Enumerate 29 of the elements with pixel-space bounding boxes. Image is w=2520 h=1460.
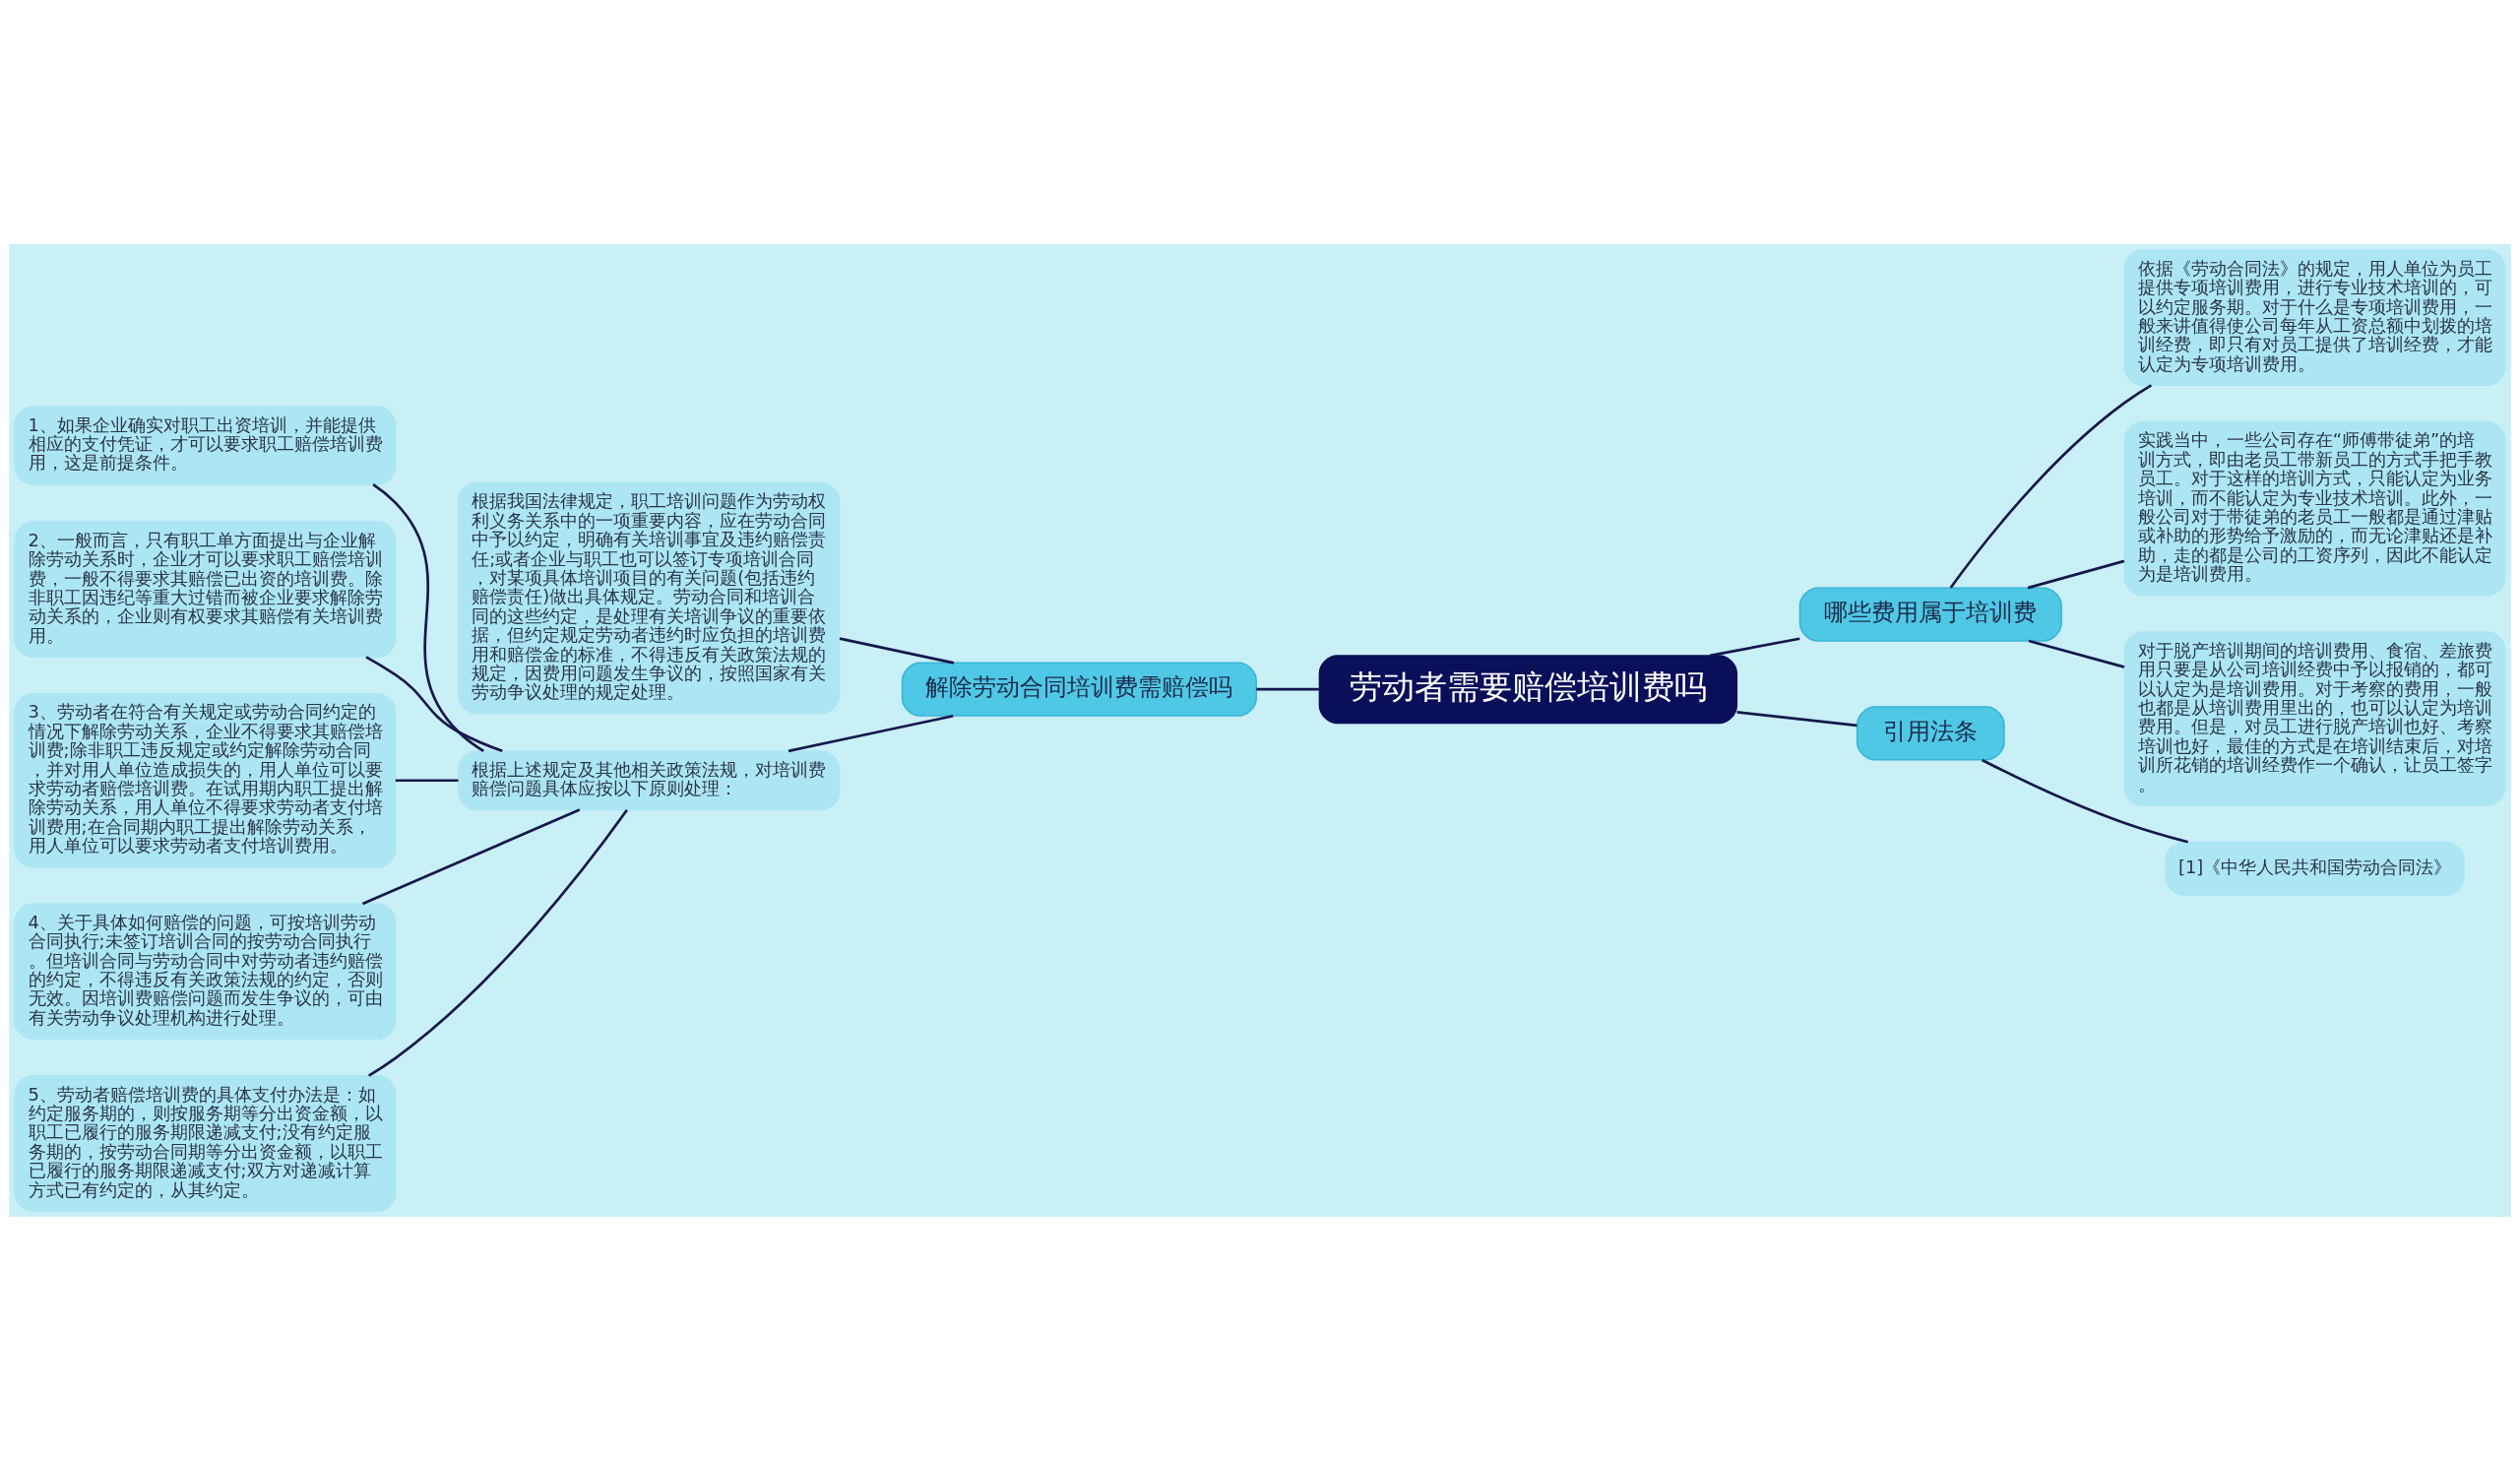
connector [365,655,503,752]
connector [788,714,954,752]
node-box: 5、劳动者赔偿培训费的具体支付办法是：如约定服务期的，则按服务期等分出资金额，以职工已履行的服务期限递减支付;没有约定服务期的，按劳动合同期等分出资金额，以职工已履行的服务期限递减支付;双方对递减计算方式已有约定的，从其约定。 [14,1074,397,1212]
node-box: 1、如果企业确实对职工出资培训，并能提供相应的支付凭证，才可以要求职工赔偿培训费用，这是前提条件。 [14,405,397,485]
connector [2027,559,2125,589]
connector [1256,687,1320,691]
connector [839,636,955,665]
node-box: [1]《中华人民共和国劳动合同法》 [2165,841,2465,896]
node-box: 4、关于具体如何赔偿的问题，可按培训劳动合同执行;未签订培训合同的按劳动合同执行。但培训合同与劳动合同中对劳动者违约赔偿的约定，不得违反有关政策法规的约定，否则无效。因培训费赔偿问题而发生争议的，可由有关劳动争议处理机构进行处理。 [14,902,397,1040]
connector [1949,383,2153,589]
connector [1710,636,1800,657]
node-box: 引用法条 [1856,705,2005,761]
connector [367,808,628,1077]
connector [1981,758,2188,844]
node-box: 3、劳动者在符合有关规定或劳动合同约定的情况下解除劳动关系，企业不得要求其赔偿培训费;除非职工违反规定或约定解除劳动合同，并对用人单位造成损失的，用人单位可以要求劳动者赔偿培训费。在试用期内职工提出解除劳动关系，用人单位不得要求劳动者支付培训费用;在合同期内职工提出解除劳动关系，用人单位可以要求劳动者支付培训费用。 [14,692,397,868]
connector [361,807,581,905]
node-box: 根据我国法律规定，职工培训问题作为劳动权利义务关系中的一项重要内容，应在劳动合同中予以约定，明确有关培训事宜及违约赔偿责任;或者企业与职工也可以签订专项培训合同，对某项具体培训项目的有关问题(包括违约赔偿责任)做出具体规定。劳动合同和培训合同的这些约定，是处理有关培训争议的重要依据，但约定规定劳动者违约时应负担的培训费用和赔偿金的标准，不得违反有关政策法规的规定，因费用问题发生争议的，按照国家有关劳动争议处理的规定处理。 [458,481,841,715]
node-box: 哪些费用属于培训费 [1798,587,2062,642]
node-box: 依据《劳动合同法》的规定，用人单位为员工提供专项培训费用，进行专业技术培训的，可以约定服务期。对于什么是专项培训费用，一般来讲值得使公司每年从工资总额中划拨的培训经费，即只有对员工提供了培训经费，才能认定为专项培训费用。 [2123,248,2506,386]
node-box: 劳动者需要赔偿培训费吗 [1318,654,1738,724]
node-box: 实践当中，一些公司存在“师傅带徒弟”的培训方式，即由老员工带新员工的方式手把手教员工。对于这样的培训方式，只能认定为业务培训，而不能认定为专业技术培训。此外，一般公司对于带徒弟的老员工一般都是通过津贴或补助的形势给予激励的，而无论津贴还是补助，走的都是公司的工资序列，因此不能认定为是培训费用。 [2123,420,2506,596]
connector [395,778,459,782]
connector [2028,639,2125,668]
connector [1736,710,1858,727]
node-box: 根据上述规定及其他相关政策法规，对培训费赔偿问题具体应按以下原则处理： [458,749,841,810]
node-box: 解除劳动合同培训费需赔偿吗 [901,662,1257,717]
node-box: 2、一般而言，只有职工单方面提出与企业解除劳动关系时，企业才可以要求职工赔偿培训费，一般不得要求其赔偿已出资的培训费。除非职工因违纪等重大过错而被企业要求解除劳动关系的，企业则有权要求其赔偿有关培训费用。 [14,520,397,658]
connector [372,482,484,752]
node-box: 对于脱产培训期间的培训费用、食宿、差旅费用只要是从公司培训经费中予以报销的，都可以认定为是培训费用。对于考察的费用，一般也都是从培训费用里出的，也可以认定为培训费用。但是，对员工进行脱产培训也好、考察培训也好，最佳的方式是在培训结束后，对培训所花销的培训经费作一个确认，让员工签字。 [2123,630,2506,806]
